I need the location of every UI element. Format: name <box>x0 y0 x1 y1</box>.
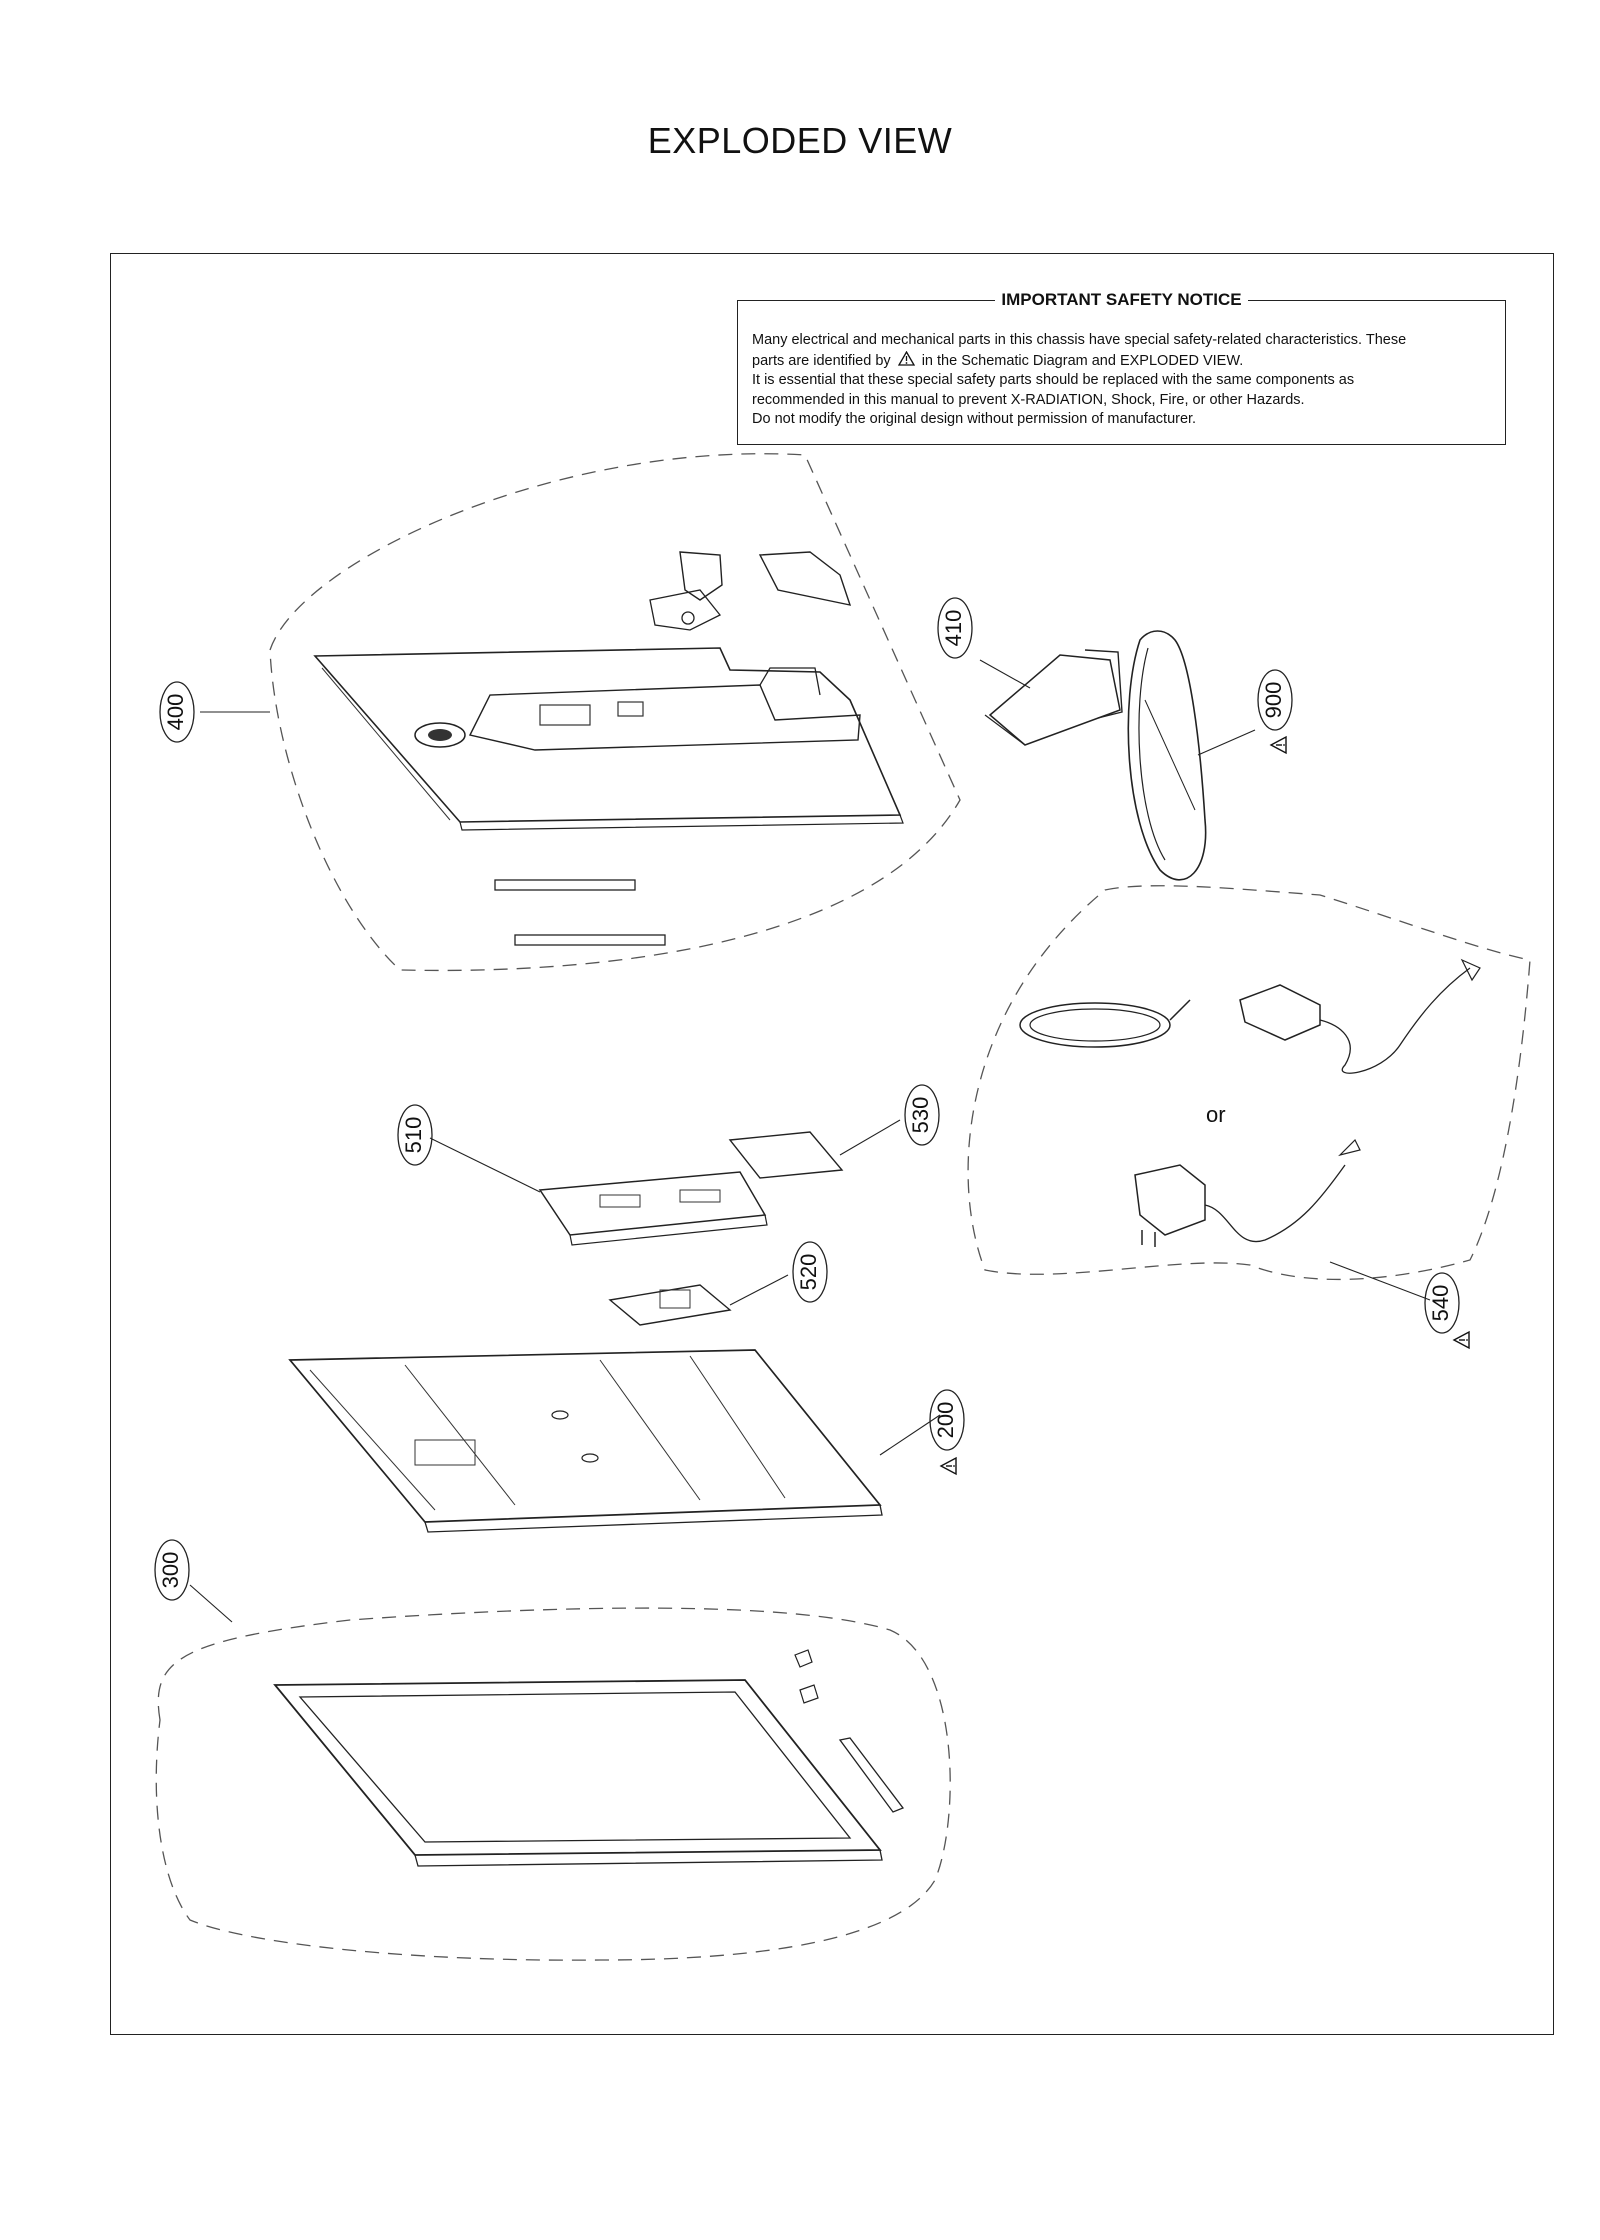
part-number-300: 300 <box>158 1552 183 1589</box>
callout-520: 520 <box>792 1241 828 1303</box>
callout-900: 900 <box>1257 669 1293 754</box>
part-number-400: 400 <box>163 694 188 731</box>
adapter-group-540: or <box>967 885 1531 1301</box>
notice-line-1: Many electrical and mechanical parts in … <box>752 332 1407 348</box>
stand-base-900 <box>1127 630 1256 881</box>
warning-triangle-icon <box>1453 1331 1470 1349</box>
notice-line-5: Do not modify the original design withou… <box>752 411 1197 427</box>
back-cover-group-400 <box>200 453 961 972</box>
safety-notice-body: Many electrical and mechanical parts in … <box>752 331 1491 430</box>
part-number-540: 540 <box>1428 1285 1453 1322</box>
notice-line-4: recommended in this manual to prevent X-… <box>752 391 1305 408</box>
page-title: EXPLODED VIEW <box>647 120 953 161</box>
callout-300: 300 <box>154 1539 190 1601</box>
callout-530: 530 <box>904 1084 940 1146</box>
callout-200: 200 <box>929 1389 965 1475</box>
callout-400: 400 <box>159 681 195 743</box>
notice-line-2-start: parts are identified by <box>752 352 891 369</box>
part-number-530: 530 <box>908 1097 933 1134</box>
part-number-510: 510 <box>401 1117 426 1154</box>
warning-triangle-icon <box>940 1457 957 1475</box>
chassis-frame-200 <box>288 1349 941 1533</box>
safety-notice-heading: IMPORTANT SAFETY NOTICE <box>995 290 1248 309</box>
cover-530 <box>728 1119 901 1179</box>
part-number-520: 520 <box>796 1254 821 1291</box>
part-number-200: 200 <box>933 1402 958 1439</box>
callout-540: 540 <box>1424 1272 1470 1349</box>
notice-line-3: It is essential that these special safet… <box>752 372 1355 388</box>
warning-triangle-icon <box>1270 736 1287 754</box>
or-label: or <box>1206 1102 1226 1127</box>
safety-notice-box: IMPORTANT SAFETY NOTICE Many electrical … <box>737 290 1506 445</box>
stand-neck-410 <box>979 649 1123 746</box>
board-520 <box>608 1274 789 1326</box>
bracket-510 <box>429 1137 768 1246</box>
drawing-frame <box>110 253 1554 2035</box>
callout-510: 510 <box>397 1104 433 1166</box>
part-number-410: 410 <box>941 610 966 647</box>
part-number-900: 900 <box>1261 682 1286 719</box>
notice-line-2-end: in the Schematic Diagram and EXPLODED VI… <box>921 352 1244 369</box>
front-bezel-group-300 <box>155 1584 951 1961</box>
callout-410: 410 <box>937 597 973 659</box>
warning-triangle-icon <box>897 350 915 366</box>
